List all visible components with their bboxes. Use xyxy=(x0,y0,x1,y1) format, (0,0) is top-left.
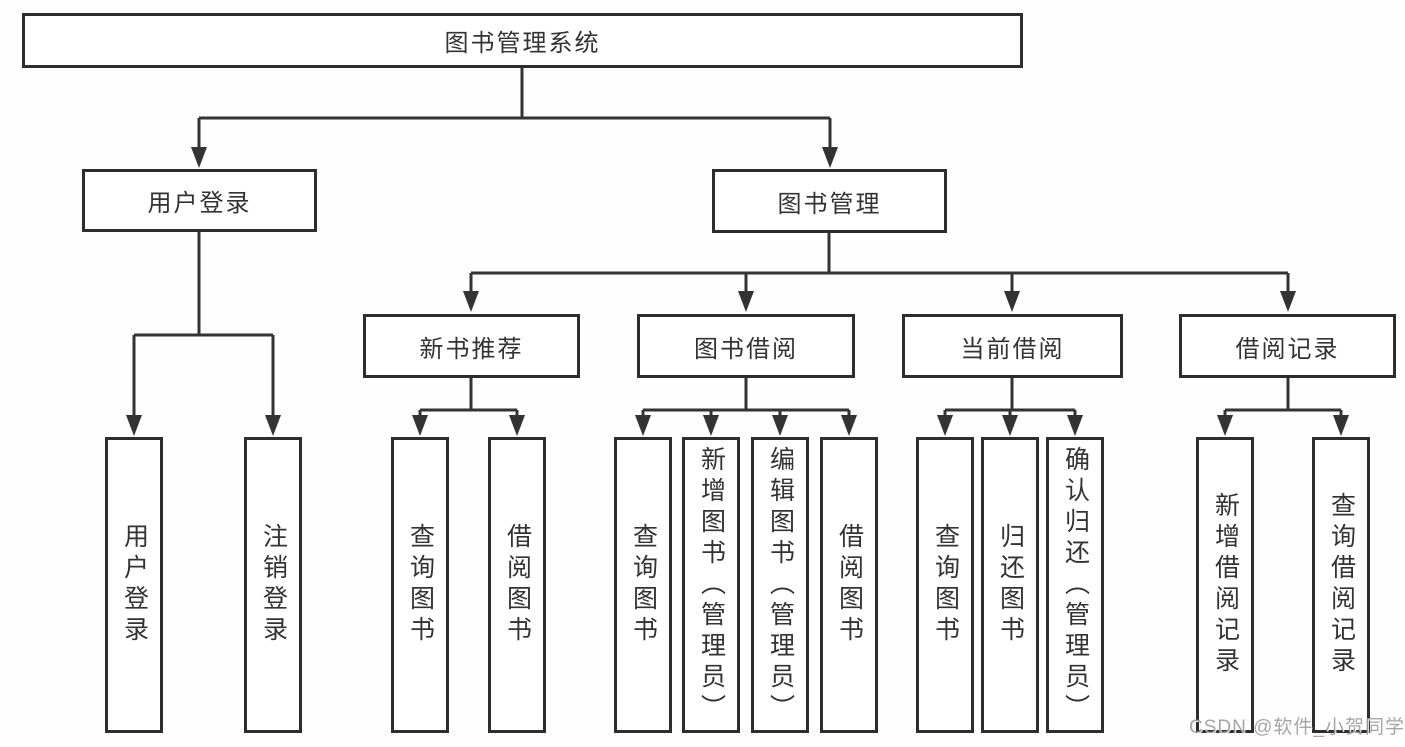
arrowhead xyxy=(1067,415,1083,436)
arrowhead xyxy=(412,415,428,436)
arrowhead xyxy=(703,415,719,436)
arrowhead xyxy=(772,415,788,436)
arrowhead xyxy=(738,291,754,312)
leaf-search-borrowing-record: 查询借阅记录 xyxy=(1312,437,1370,733)
leaf-search-books-current: 查询图书 xyxy=(916,437,974,733)
node-book-borrowing: 图书借阅 xyxy=(637,314,855,378)
connector-root-split xyxy=(197,68,832,150)
leaf-add-books-admin: 新增图书（管理员） xyxy=(682,437,740,733)
leaf-borrow-books-borrowing: 借阅图书 xyxy=(820,437,878,733)
arrowhead xyxy=(463,291,479,312)
arrowhead xyxy=(1217,415,1233,436)
node-new-book-recommendation: 新书推荐 xyxy=(363,314,580,378)
connector-borrow-subtree xyxy=(641,378,851,418)
node-library-management-system: 图书管理系统 xyxy=(22,13,1023,68)
connector-records-subtree xyxy=(1223,378,1343,418)
leaf-confirm-return-admin: 确认归还（管理员） xyxy=(1046,437,1104,733)
leaf-search-books-newbook: 查询图书 xyxy=(391,437,449,733)
arrowhead xyxy=(937,415,953,436)
arrowhead xyxy=(1333,415,1349,436)
node-user-login: 用户登录 xyxy=(82,169,317,232)
leaf-edit-books-admin: 编辑图书（管理员） xyxy=(751,437,809,733)
node-borrowing-records: 借阅记录 xyxy=(1179,314,1396,378)
connector-newbook-subtree xyxy=(418,378,519,418)
node-current-borrowing: 当前借阅 xyxy=(902,314,1123,378)
connector-lines xyxy=(132,68,1343,418)
connector-mgmt-split xyxy=(469,233,1290,294)
arrowhead xyxy=(126,415,142,436)
arrowhead xyxy=(1280,291,1296,312)
leaf-logout: 注销登录 xyxy=(244,437,302,733)
arrowhead xyxy=(191,147,207,168)
csdn-watermark: CSDN @软件_小贺同学 xyxy=(1189,717,1405,738)
leaf-search-books-borrowing: 查询图书 xyxy=(614,437,672,733)
arrowhead xyxy=(635,415,651,436)
arrowhead xyxy=(1004,291,1020,312)
connector-login-subtree xyxy=(132,232,275,418)
arrowheads xyxy=(126,147,1349,436)
node-book-management: 图书管理 xyxy=(712,169,947,233)
leaf-return-books: 归还图书 xyxy=(981,437,1039,733)
connector-current-subtree xyxy=(943,378,1077,418)
arrowhead xyxy=(1002,415,1018,436)
arrowhead xyxy=(509,415,525,436)
leaf-user-login: 用户登录 xyxy=(105,437,163,733)
arrowhead xyxy=(841,415,857,436)
arrowhead xyxy=(822,147,838,168)
leaf-borrow-books-newbook: 借阅图书 xyxy=(488,437,546,733)
leaf-add-borrowing-record: 新增借阅记录 xyxy=(1196,437,1254,733)
arrowhead xyxy=(265,415,281,436)
